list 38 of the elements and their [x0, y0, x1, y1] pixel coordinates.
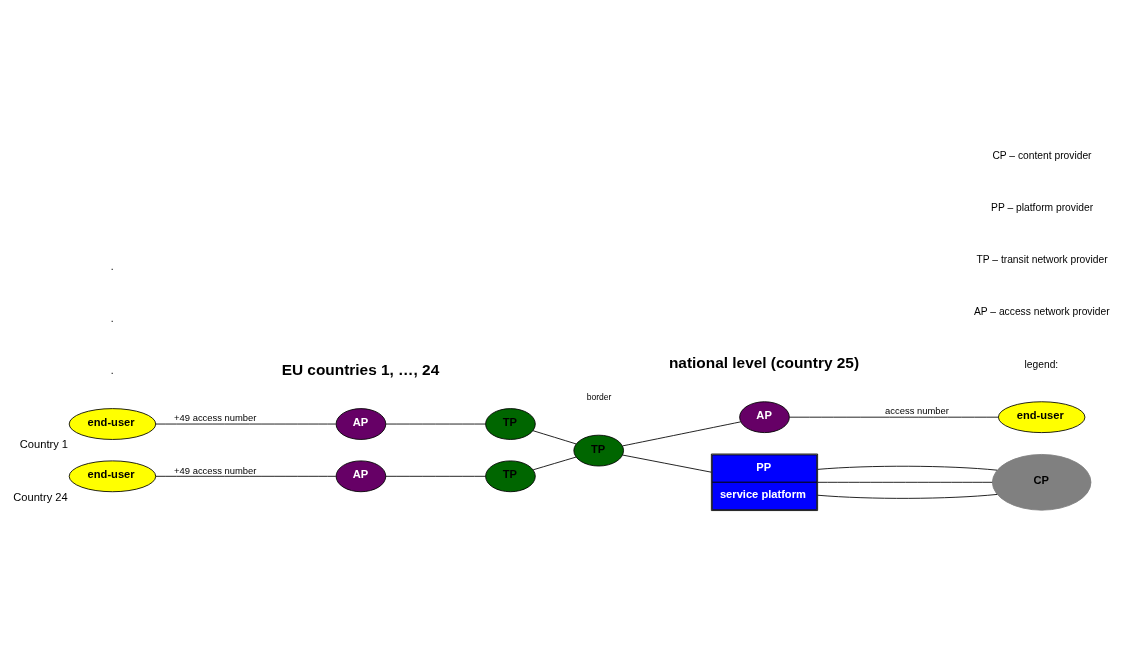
node-ellipse: TP — [573, 434, 624, 467]
node-ellipse: AP — [739, 401, 790, 434]
connector — [385, 423, 486, 425]
node-label: Country 24 — [13, 490, 68, 503]
label: . — [110, 313, 114, 325]
connector — [532, 430, 577, 445]
node-ellipse: AP — [335, 408, 387, 440]
label: border — [586, 392, 612, 403]
label: CP – content provider — [992, 149, 1092, 161]
label: PP – platform provider — [991, 201, 1094, 213]
connector — [385, 475, 486, 477]
label: . — [110, 365, 114, 377]
label: national level (country 25) — [668, 353, 860, 371]
edge-label: +49 access number — [174, 412, 257, 424]
connector — [817, 465, 998, 471]
node-ellipse: CP — [992, 454, 1092, 511]
node-label: Country 1 — [19, 438, 69, 451]
edge-label: +49 access number — [174, 464, 257, 476]
node-ellipse: AP — [335, 460, 387, 493]
label: AP – access network provider — [973, 306, 1110, 318]
connector — [817, 481, 993, 483]
connector — [155, 423, 337, 425]
node-ellipse: end-user — [998, 401, 1086, 434]
label: legend: — [1024, 358, 1059, 370]
connector — [789, 416, 999, 418]
label: . — [110, 260, 114, 272]
connector — [622, 421, 742, 447]
node-ellipse: TP — [485, 408, 536, 440]
node-ellipse: end-user — [68, 460, 157, 493]
connector — [817, 494, 998, 499]
label: TP – transit network provider — [976, 254, 1108, 266]
node-ellipse: end-user — [68, 408, 157, 440]
connector — [155, 475, 337, 477]
connector — [622, 454, 712, 473]
label: EU countries 1, …, 24 — [281, 360, 440, 378]
connector — [532, 456, 577, 471]
edge-label: access number — [885, 405, 949, 417]
node-ellipse: TP — [485, 460, 536, 493]
